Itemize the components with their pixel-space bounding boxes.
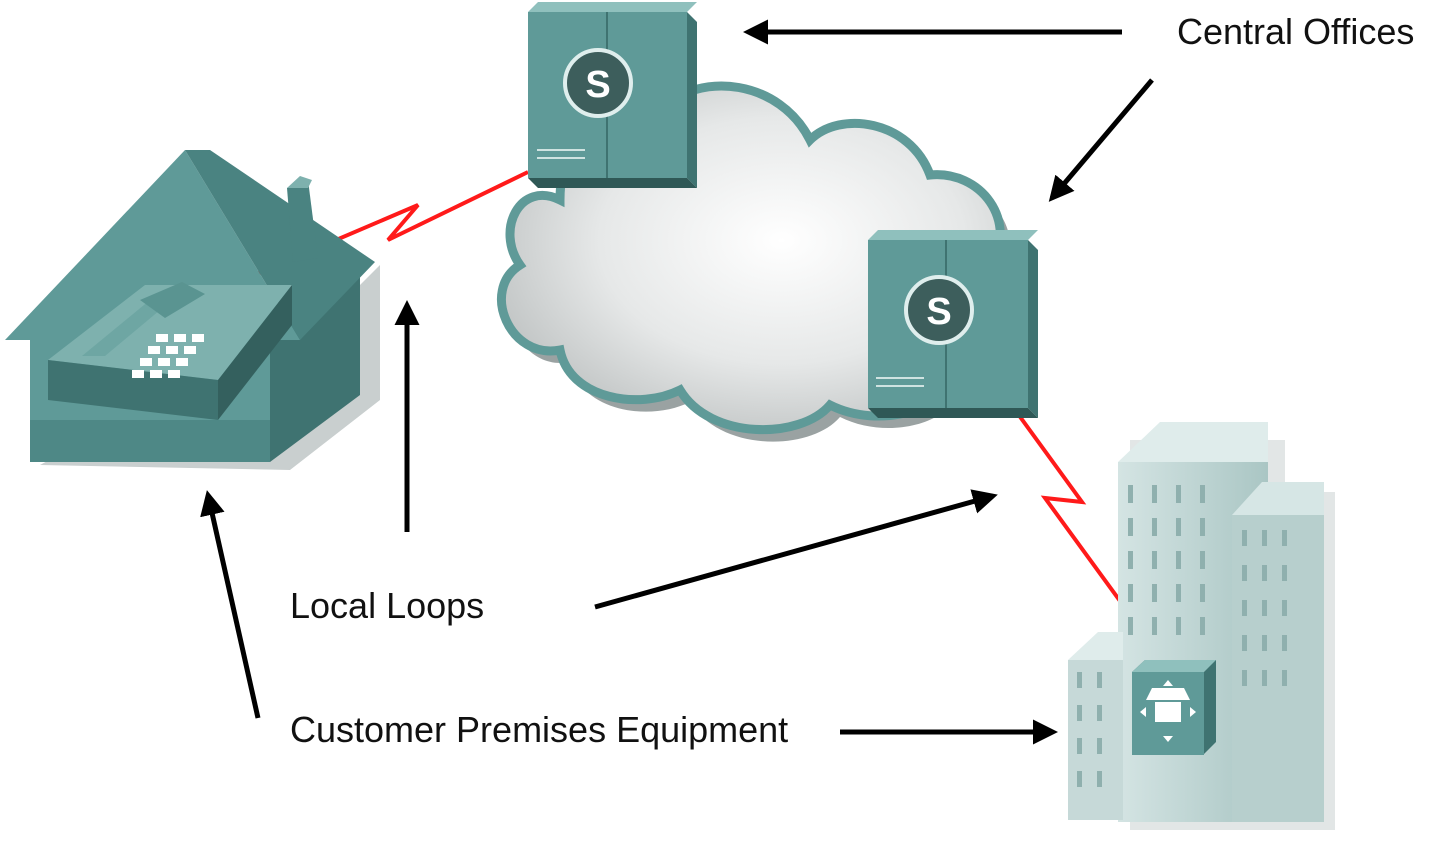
customer-premises-equipment-label: Customer Premises Equipment — [290, 709, 789, 750]
central-offices-label: Central Offices — [1177, 11, 1415, 52]
arrow-central-offices-bottom — [1048, 78, 1154, 202]
arrow-cpe-house — [200, 490, 261, 719]
switch-symbol-top: S — [585, 64, 610, 106]
arrow-local-loop-building — [594, 489, 998, 610]
local-loop-link-building — [1008, 401, 1165, 662]
office-building-icon — [1068, 422, 1335, 830]
switch-symbol-bottom: S — [926, 291, 951, 333]
central-office-switch-icon: S — [528, 2, 697, 188]
telephone-icon — [48, 282, 292, 420]
local-loops-label: Local Loops — [290, 585, 485, 626]
pbx-phone-icon — [1132, 660, 1216, 755]
central-office-switch-icon: S — [868, 230, 1038, 418]
